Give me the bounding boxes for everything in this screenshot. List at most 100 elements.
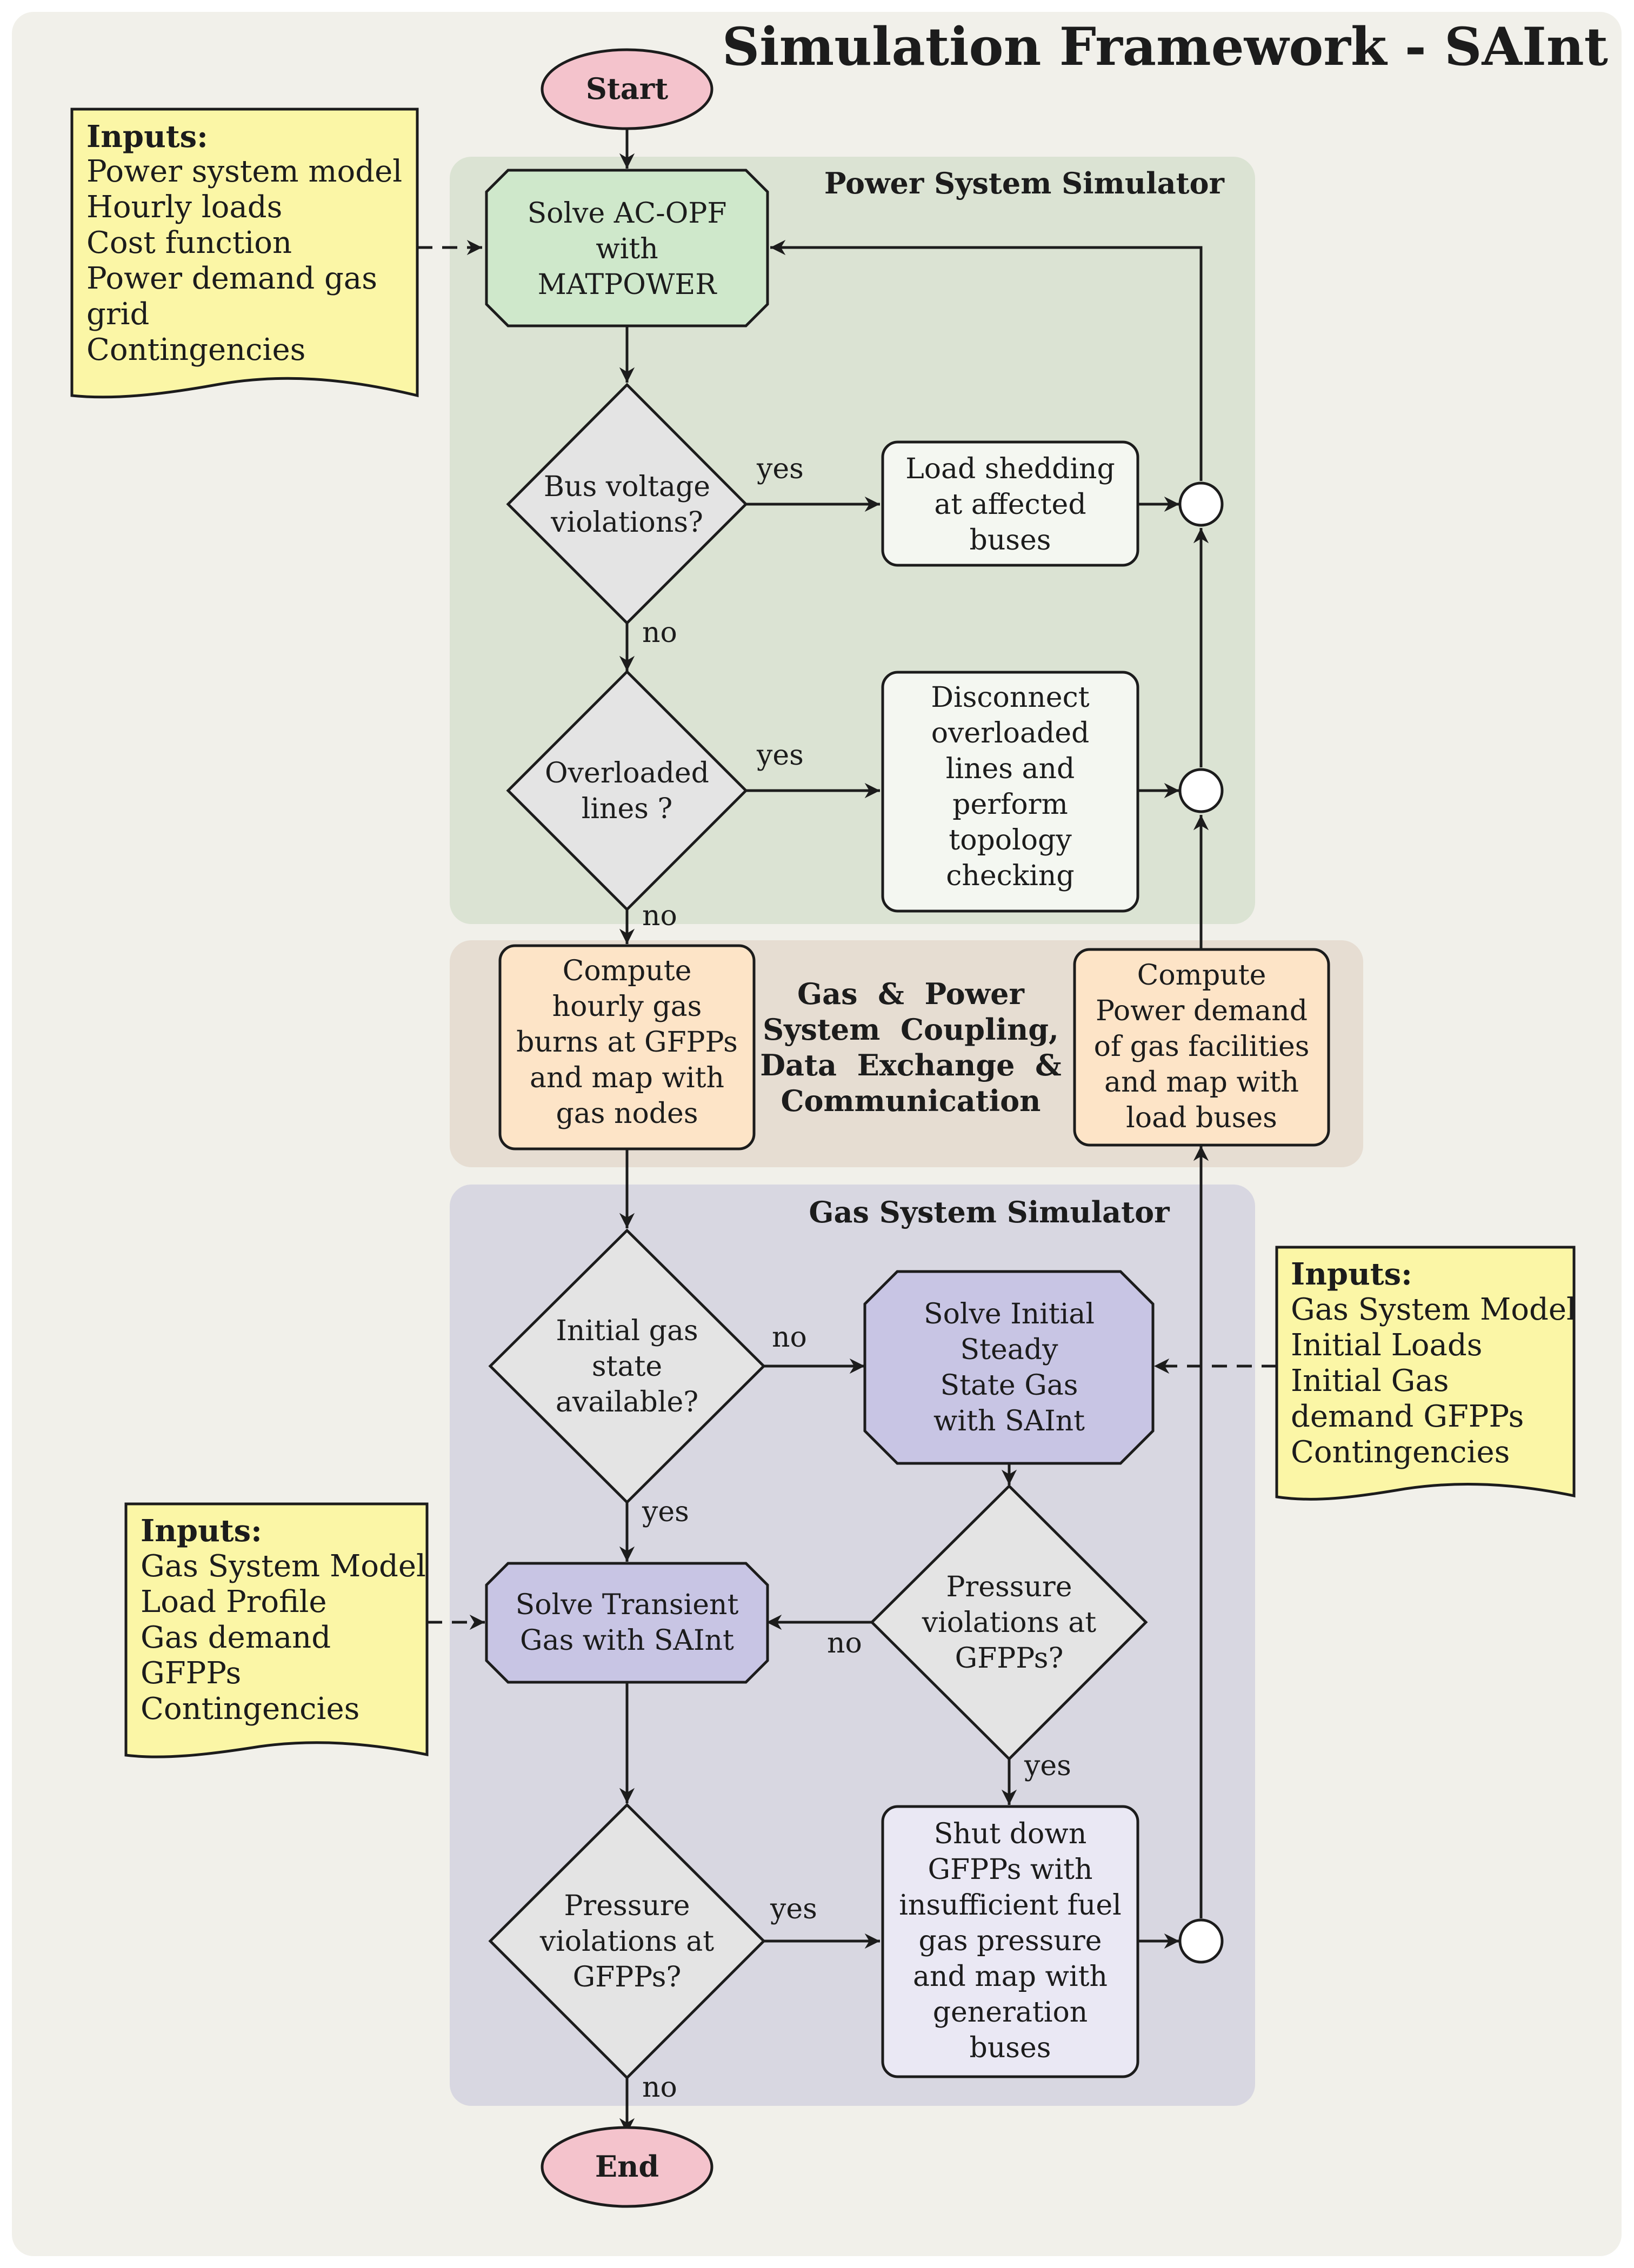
gas-burns-label-line: and map with bbox=[530, 1062, 724, 1094]
disconnect-label-line: perform bbox=[952, 788, 1068, 821]
gas-transient-inputs-line: Load Profile bbox=[141, 1584, 327, 1620]
disconnect-lines-box bbox=[881, 671, 1139, 913]
edge-label-yes: yes bbox=[642, 1496, 689, 1528]
shutdown-label-line: insufficient fuel bbox=[899, 1889, 1121, 1922]
gas-initial-inputs-line: Initial Loads bbox=[1291, 1328, 1482, 1363]
edge-label-no: no bbox=[827, 1627, 862, 1660]
load-shedding-label-line: at affected bbox=[934, 489, 1086, 521]
steady-state-label-line: with SAInt bbox=[933, 1405, 1085, 1437]
pressure2-label-line: GFPPs? bbox=[573, 1961, 682, 1993]
gas-initial-inputs-line: Contingencies bbox=[1291, 1435, 1510, 1470]
coupling-title-line: Gas & Power bbox=[797, 976, 1024, 1011]
edge-label-yes: yes bbox=[1024, 1750, 1071, 1782]
power-inputs-line: Cost function bbox=[86, 225, 292, 260]
shutdown-label-line: Shut down bbox=[934, 1818, 1087, 1850]
gas-transient-inputs-line: GFPPs bbox=[141, 1656, 241, 1691]
gas-initial-inputs-line: Gas System Model bbox=[1291, 1292, 1576, 1327]
power-demand-label-line: of gas facilities bbox=[1094, 1031, 1310, 1063]
junction-circle bbox=[1178, 1918, 1224, 1964]
power-demand-box bbox=[1073, 948, 1330, 1147]
coupling-region-title: Gas & Power System Coupling, Data Exchan… bbox=[760, 976, 1062, 1118]
pressure1-label-line: GFPPs? bbox=[955, 1642, 1064, 1675]
acopf-label-line: with bbox=[596, 233, 658, 265]
gas-initial-inputs-note bbox=[1275, 1246, 1576, 1501]
initial-gas-label-line: state bbox=[592, 1350, 662, 1383]
gas-transient-inputs-line: Gas System Model bbox=[141, 1549, 426, 1584]
transient-label-line: Gas with SAInt bbox=[520, 1624, 734, 1657]
shutdown-label-line: buses bbox=[970, 2032, 1051, 2064]
edges bbox=[417, 129, 1277, 2133]
power-inputs-line: grid bbox=[86, 297, 149, 332]
gas-initial-inputs-heading: Inputs: bbox=[1291, 1256, 1412, 1292]
edge-label-no: no bbox=[642, 900, 677, 932]
gas-initial-inputs-line: Initial Gas bbox=[1291, 1363, 1449, 1399]
coupling-title-line: Data Exchange & bbox=[760, 1048, 1062, 1082]
disconnect-label-line: Disconnect bbox=[931, 681, 1089, 714]
load-shedding-box bbox=[881, 440, 1139, 567]
acopf-label-line: MATPOWER bbox=[538, 269, 718, 301]
overloaded-lines-decision bbox=[506, 670, 748, 912]
disconnect-label-line: topology bbox=[949, 824, 1072, 857]
power-inputs-heading: Inputs: bbox=[86, 119, 208, 155]
shutdown-label-line: gas pressure bbox=[919, 1925, 1102, 1957]
power-demand-label-line: Power demand bbox=[1096, 995, 1308, 1027]
load-shedding-label-line: buses bbox=[970, 524, 1051, 557]
disconnect-label-line: lines and bbox=[946, 753, 1075, 785]
edge-label-yes: yes bbox=[770, 1893, 817, 1925]
acopf-label-line: Solve AC-OPF bbox=[528, 197, 727, 230]
gas-transient-inputs-line: Contingencies bbox=[141, 1691, 359, 1727]
start-terminal bbox=[541, 48, 713, 130]
pressure-violations-decision bbox=[870, 1484, 1148, 1761]
initial-gas-label-line: available? bbox=[556, 1386, 698, 1419]
bus-voltage-label-line: violations? bbox=[550, 506, 703, 539]
disconnect-label-line: overloaded bbox=[931, 717, 1090, 750]
transient-label-line: Solve Transient bbox=[516, 1589, 739, 1621]
bus-voltage-label-line: Bus voltage bbox=[544, 471, 710, 503]
overloaded-label-line: lines ? bbox=[582, 793, 673, 825]
steady-state-label-line: State Gas bbox=[941, 1369, 1078, 1402]
initial-gas-state-decision bbox=[488, 1228, 766, 1504]
load-shedding-label-line: Load shedding bbox=[905, 453, 1115, 485]
shutdown-label-line: GFPPs with bbox=[928, 1854, 1093, 1886]
shutdown-label-line: generation bbox=[933, 1996, 1088, 2029]
end-label: End bbox=[595, 2149, 659, 2184]
pressure1-label-line: violations at bbox=[922, 1607, 1096, 1639]
gas-transient-inputs-line: Gas demand bbox=[141, 1620, 331, 1655]
coupling-title-line: System Coupling, bbox=[763, 1012, 1059, 1047]
shutdown-label-line: and map with bbox=[913, 1961, 1108, 1993]
acopf-process bbox=[485, 169, 769, 327]
gas-transient-inputs-heading: Inputs: bbox=[141, 1513, 262, 1549]
power-inputs-line: Power demand gas bbox=[86, 261, 377, 296]
transient-process bbox=[485, 1562, 769, 1684]
edge-label-yes: yes bbox=[756, 739, 804, 772]
gas-initial-inputs-line: demand GFPPs bbox=[1291, 1399, 1524, 1434]
steady-state-label-line: Steady bbox=[961, 1334, 1059, 1366]
power-demand-label-line: load buses bbox=[1126, 1102, 1277, 1134]
gas-burns-label-line: burns at GFPPs bbox=[516, 1026, 738, 1059]
pressure2-label-line: Pressure bbox=[564, 1890, 690, 1922]
overloaded-label-line: Overloaded bbox=[545, 757, 709, 790]
edge-label-yes: yes bbox=[756, 453, 804, 485]
gas-transient-inputs-note bbox=[124, 1502, 429, 1758]
pressure2-label-line: violations at bbox=[539, 1925, 714, 1958]
power-system-region-title: Power System Simulator bbox=[824, 166, 1225, 200]
initial-gas-label-line: Initial gas bbox=[556, 1315, 698, 1347]
edge-label-no: no bbox=[642, 2071, 677, 2104]
junction-circle bbox=[1178, 768, 1224, 813]
end-terminal bbox=[541, 2126, 713, 2208]
gas-burns-box bbox=[498, 944, 756, 1150]
edge-label-no: no bbox=[772, 1321, 807, 1354]
gas-burns-label-line: gas nodes bbox=[556, 1098, 698, 1130]
edge-label-no: no bbox=[642, 617, 677, 649]
power-inputs-line: Power system model bbox=[86, 154, 402, 189]
diagram-title: Simulation Framework - SAInt bbox=[722, 16, 1608, 77]
pressure1-label-line: Pressure bbox=[946, 1571, 1072, 1603]
steady-state-process bbox=[863, 1270, 1155, 1465]
coupling-title-line: Communication bbox=[781, 1083, 1041, 1118]
power-demand-label-line: Compute bbox=[1137, 959, 1266, 992]
bus-voltage-decision bbox=[506, 383, 748, 625]
steady-state-label-line: Solve Initial bbox=[924, 1298, 1095, 1330]
power-inputs-line: Contingencies bbox=[86, 332, 305, 367]
power-inputs-note bbox=[70, 108, 419, 399]
